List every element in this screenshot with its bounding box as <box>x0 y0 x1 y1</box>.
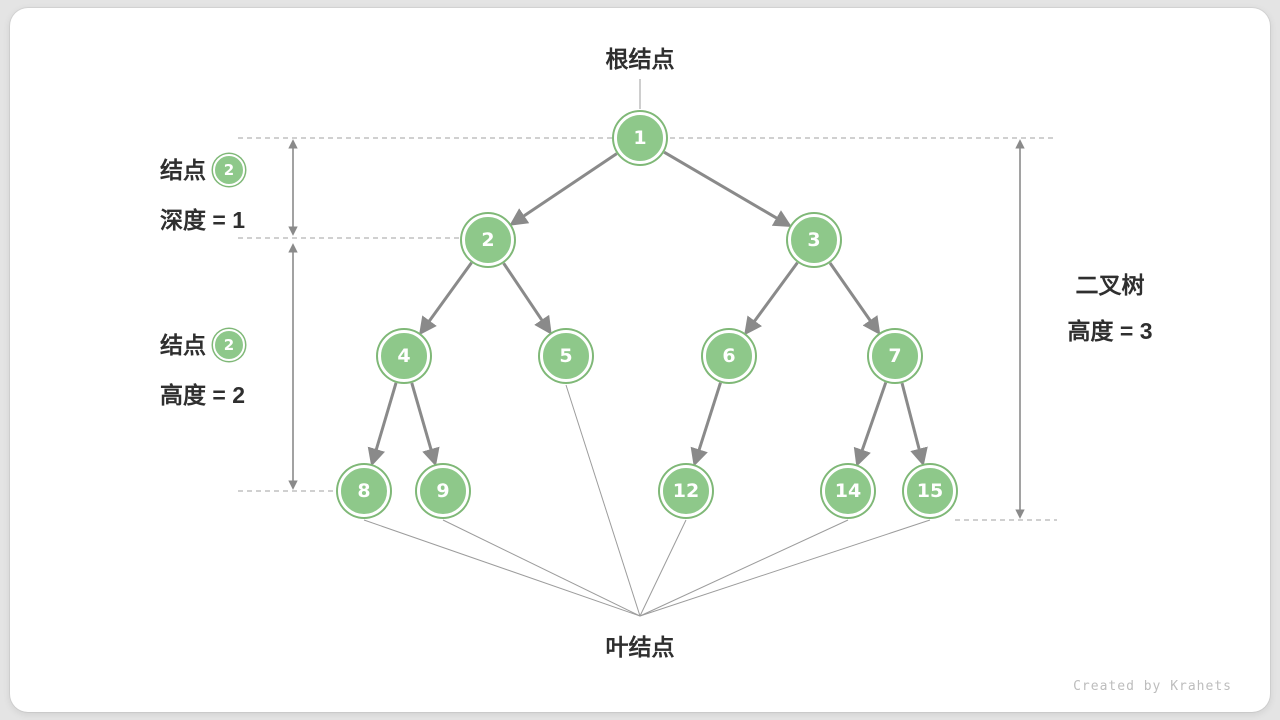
leaf-node-label: 叶结点 <box>605 634 675 660</box>
edge-3-6 <box>744 261 799 336</box>
edge-1-3 <box>663 150 792 228</box>
edge-7-15 <box>900 382 928 467</box>
tree-height-annotation: 二叉树 高度 = 3 <box>1040 262 1180 354</box>
leaf-connector-12 <box>639 519 687 617</box>
edge-3-7 <box>828 262 881 336</box>
edge-2-5 <box>502 262 552 335</box>
node2-height-annotation: 结点 2 高度 = 2 <box>125 320 280 420</box>
edge-4-9 <box>410 382 440 467</box>
node2-depth-annotation: 结点 2 深度 = 1 <box>125 145 280 245</box>
leaf-connector-8 <box>363 519 641 617</box>
edge-6-12 <box>690 382 722 467</box>
leaf-connector-9 <box>442 519 641 617</box>
leaf-connector-15 <box>639 519 931 617</box>
watermark: Created by Krahets <box>1073 679 1232 694</box>
leaf-connector-5 <box>565 384 641 617</box>
node2-depth-title: 结点 2 <box>125 145 280 195</box>
edge-1-2 <box>509 152 618 226</box>
node2-depth-prefix: 结点 <box>160 157 206 183</box>
node2-height-title: 结点 2 <box>125 320 280 370</box>
edge-2-4 <box>419 261 473 336</box>
node2-height-badge: 2 <box>213 328 245 361</box>
leaf-connector-14 <box>639 519 849 617</box>
tree-height-line1: 二叉树 <box>1075 272 1145 298</box>
node2-depth-badge: 2 <box>213 153 245 186</box>
edge-4-8 <box>367 382 398 467</box>
node2-depth-value: 深度 = 1 <box>159 207 245 233</box>
edge-7-14 <box>853 381 888 467</box>
node2-height-prefix: 结点 <box>160 332 206 358</box>
tree-height-line2: 高度 = 3 <box>1067 318 1153 344</box>
root-node-label: 根结点 <box>605 46 675 72</box>
node2-height-value: 高度 = 2 <box>159 382 245 408</box>
